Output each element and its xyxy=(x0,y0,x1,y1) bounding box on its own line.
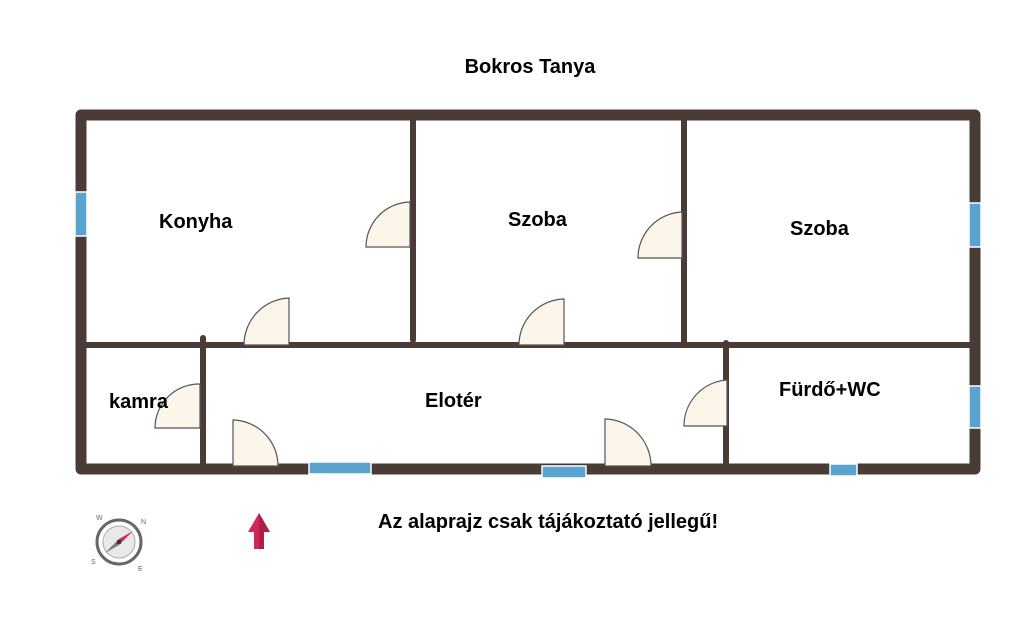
interior-walls xyxy=(81,115,975,467)
arrow-up-icon xyxy=(248,513,270,549)
door-entrance-1 xyxy=(232,419,279,467)
compass-letter-n: N xyxy=(141,519,146,526)
room-label-szoba-2: Szoba xyxy=(790,218,849,240)
room-label-eloter: Elotér xyxy=(425,390,482,412)
window-bottom-3 xyxy=(829,463,858,477)
room-label-szoba-1: Szoba xyxy=(508,209,567,231)
window-right-bottom xyxy=(968,385,982,429)
disclaimer-text: Az alaprajz csak tájákoztató jellegű! xyxy=(378,511,719,533)
door-szoba1-eloter xyxy=(518,298,565,346)
door-konyha-eloter xyxy=(243,297,290,346)
room-label-furdo: Fürdő+WC xyxy=(779,379,881,401)
window-bottom-1 xyxy=(308,461,372,475)
doors xyxy=(154,201,728,467)
compass-letter-s: S xyxy=(91,559,96,566)
door-furdo xyxy=(683,379,728,427)
room-label-konyha: Konyha xyxy=(159,211,233,233)
windows xyxy=(74,191,982,479)
plan-title: Bokros Tanya xyxy=(464,56,596,78)
door-entrance-2 xyxy=(604,418,652,467)
door-konyha-szoba xyxy=(365,201,411,248)
door-kamra xyxy=(154,383,201,429)
window-left xyxy=(74,191,88,237)
door-szoba1-szoba2 xyxy=(637,211,683,259)
outer-wall xyxy=(75,109,981,475)
window-right-top xyxy=(968,202,982,248)
compass-letter-w: W xyxy=(96,515,103,522)
compass-letter-e: E xyxy=(138,566,143,573)
room-label-kamra: kamra xyxy=(109,391,168,413)
compass-icon: W N S E xyxy=(91,515,146,573)
window-bottom-2 xyxy=(541,465,587,479)
